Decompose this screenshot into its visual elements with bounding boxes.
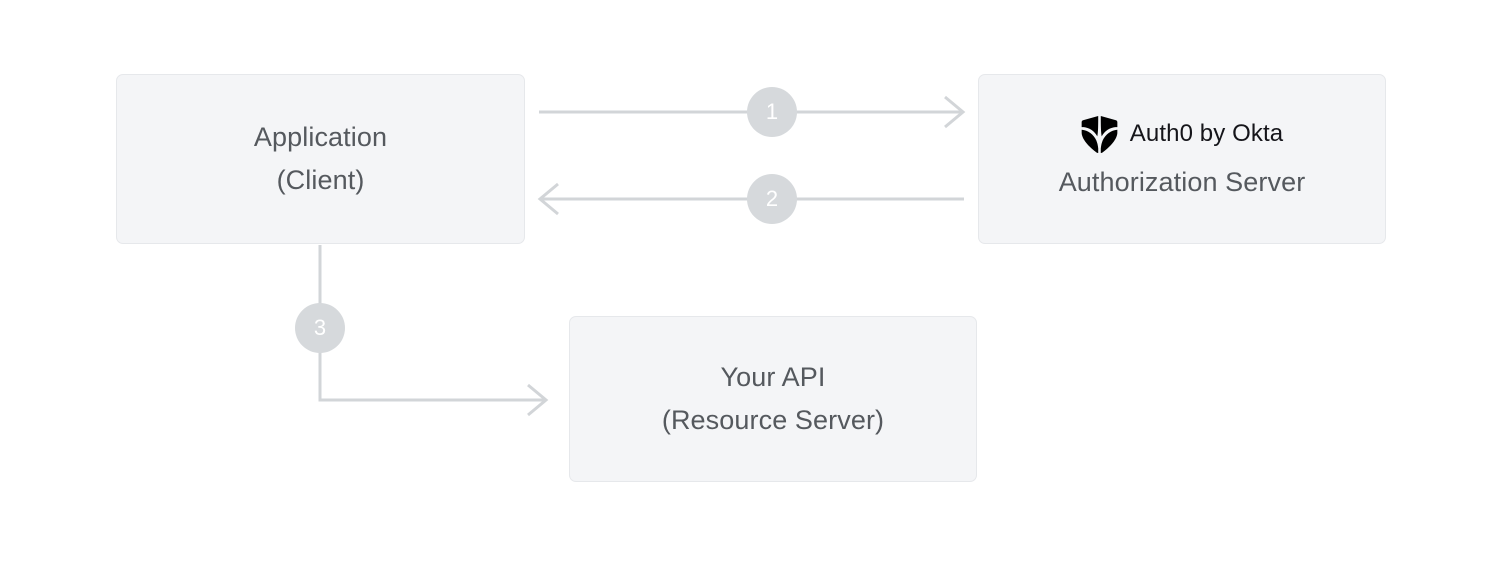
- auth0-brand-lockup: Auth0 by Okta: [1081, 115, 1283, 154]
- node-your-api-line-2: (Resource Server): [661, 405, 885, 435]
- step-badge-2: 2: [747, 174, 797, 224]
- connector-step-3: [318, 245, 549, 417]
- node-application-line-2: (Client): [276, 165, 365, 195]
- node-your-api-line-1: Your API: [720, 362, 826, 392]
- connector-step-3-arrowhead-icon: [527, 383, 549, 417]
- step-badge-3: 3: [295, 303, 345, 353]
- connector-step-3-line: [318, 245, 545, 402]
- node-authorization-server-line-2: Authorization Server: [1058, 166, 1306, 197]
- node-application: Application (Client): [116, 74, 525, 244]
- connector-step-2-arrowhead-icon: [537, 182, 559, 216]
- node-your-api: Your API (Resource Server): [569, 316, 977, 482]
- auth0-shield-icon: [1081, 115, 1118, 153]
- node-application-line-1: Application: [253, 122, 388, 152]
- connector-step-1-arrowhead-icon: [944, 95, 966, 129]
- step-badge-1: 1: [747, 87, 797, 137]
- node-authorization-server: Auth0 by Okta Authorization Server: [978, 74, 1386, 244]
- auth0-brand-name: Auth0 by Okta: [1129, 120, 1284, 147]
